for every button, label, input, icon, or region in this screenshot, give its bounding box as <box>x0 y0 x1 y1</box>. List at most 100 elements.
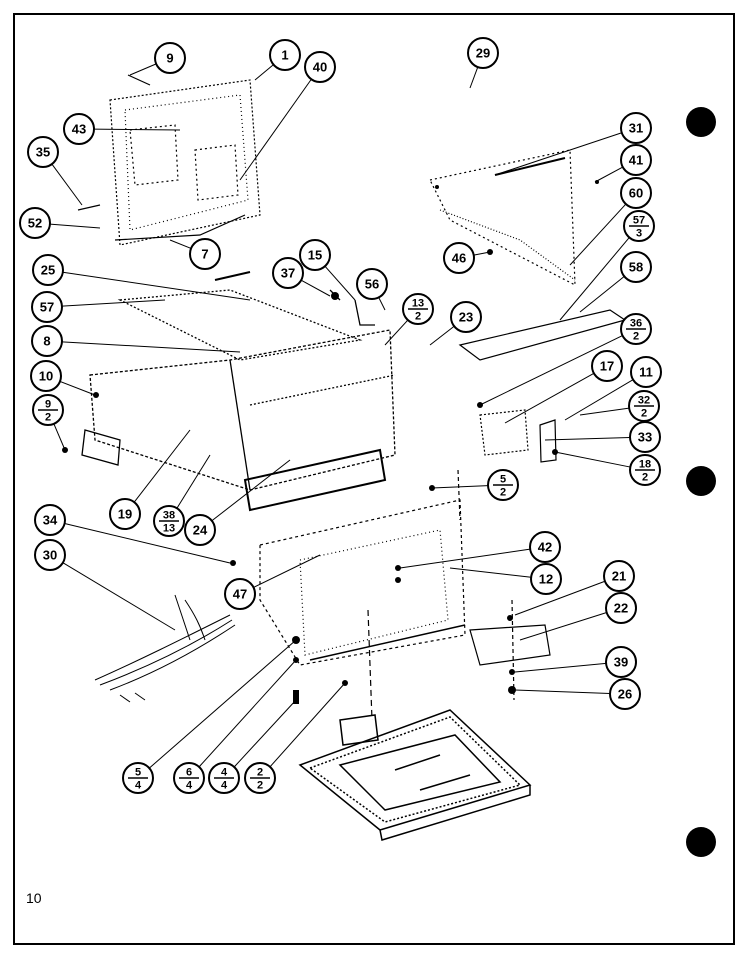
fraction-denominator: 2 <box>415 311 421 323</box>
callout-number: 26 <box>618 687 632 702</box>
leader-line <box>198 659 297 768</box>
leader-line <box>51 163 83 206</box>
leader-line <box>594 166 624 183</box>
callout-circle <box>620 251 652 283</box>
fraction-denominator: 2 <box>45 412 51 424</box>
callout-56: 56 <box>356 268 388 300</box>
callout-number: 56 <box>365 277 379 292</box>
callout-number: 17 <box>600 359 614 374</box>
callout-circle <box>34 504 66 536</box>
callout-circle <box>299 239 331 271</box>
page-number: 10 <box>26 890 42 906</box>
callout-number: 29 <box>476 46 490 61</box>
fraction-4-4: 44 <box>208 762 240 794</box>
fraction-9-2: 92 <box>32 394 64 426</box>
leader-line <box>64 522 231 564</box>
callout-circle <box>19 207 51 239</box>
fraction-numerator: 5 <box>135 767 141 779</box>
fraction-numerator: 6 <box>186 767 192 779</box>
callout-number: 7 <box>201 247 208 262</box>
base-pan-drawing <box>298 709 532 841</box>
callout-number: 42 <box>538 540 552 555</box>
leader-line <box>559 237 630 321</box>
callout-circle <box>356 268 388 300</box>
fraction-numerator: 57 <box>633 215 645 227</box>
leader-line <box>449 567 532 578</box>
leader-line <box>129 63 157 76</box>
callout-number: 33 <box>638 430 652 445</box>
fraction-6-4: 64 <box>173 762 205 794</box>
leader-line <box>504 372 595 424</box>
callout-circle <box>529 531 561 563</box>
callout-number: 11 <box>639 365 653 380</box>
callout-number: 15 <box>308 248 322 263</box>
callout-number: 40 <box>313 60 327 75</box>
callout-number: 22 <box>614 601 628 616</box>
callout-number: 43 <box>72 122 86 137</box>
leader-line <box>59 380 96 396</box>
fraction-32-2: 322 <box>628 390 660 422</box>
callout-circle <box>34 539 66 571</box>
callout-22: 22 <box>605 592 637 624</box>
leader-line <box>469 66 479 89</box>
leader-line <box>133 429 191 503</box>
callout-circle <box>269 39 301 71</box>
chassis-box-drawing <box>81 271 396 512</box>
wire-harness-drawing <box>94 594 236 703</box>
callout-circle <box>620 144 652 176</box>
callout-15: 15 <box>299 239 331 271</box>
callout-21: 21 <box>603 560 635 592</box>
callout-31: 31 <box>620 112 652 144</box>
leader-line <box>399 548 531 569</box>
fraction-36-2: 362 <box>620 313 652 345</box>
callout-circle <box>31 291 63 323</box>
fraction-denominator: 2 <box>641 408 647 420</box>
callout-circle <box>630 356 662 388</box>
leader-line <box>494 132 622 176</box>
callout-circle <box>530 563 562 595</box>
callout-circle <box>224 578 256 610</box>
fraction-denominator: 2 <box>257 780 263 792</box>
leader-line <box>253 554 321 588</box>
callout-number: 21 <box>612 569 626 584</box>
callout-39: 39 <box>605 646 637 678</box>
callout-number: 60 <box>629 186 643 201</box>
leader-line <box>579 276 625 313</box>
binder-hole-middle <box>686 466 716 496</box>
callout-circle <box>467 37 499 69</box>
callout-circle <box>30 360 62 392</box>
callout-number: 35 <box>36 145 50 160</box>
callout-circle <box>620 177 652 209</box>
callout-10: 10 <box>30 360 62 392</box>
leader-line <box>148 639 297 769</box>
callout-circle <box>620 112 652 144</box>
fraction-2-2: 22 <box>244 762 276 794</box>
fraction-denominator: 13 <box>163 523 175 535</box>
fraction-numerator: 5 <box>500 474 506 486</box>
leader-line <box>473 251 491 256</box>
fraction-numerator: 2 <box>257 767 263 779</box>
callout-41: 41 <box>620 144 652 176</box>
callout-circle <box>450 301 482 333</box>
callout-number: 10 <box>39 369 53 384</box>
callout-number: 39 <box>614 655 628 670</box>
callout-circle <box>272 257 304 289</box>
leader-line <box>169 239 192 249</box>
callout-circle <box>109 498 141 530</box>
fraction-57-3: 573 <box>623 210 655 242</box>
leader-line <box>93 128 181 131</box>
callout-number: 57 <box>40 300 54 315</box>
fraction-13-2: 132 <box>402 293 434 325</box>
leader-line <box>554 451 631 468</box>
callout-circle <box>63 113 95 145</box>
callout-number: 9 <box>166 51 173 66</box>
fraction-5-2: 52 <box>487 469 519 501</box>
fraction-18-2: 182 <box>629 454 661 486</box>
leader-line <box>324 265 356 301</box>
callout-7: 7 <box>189 238 221 270</box>
leader-line <box>429 325 455 346</box>
